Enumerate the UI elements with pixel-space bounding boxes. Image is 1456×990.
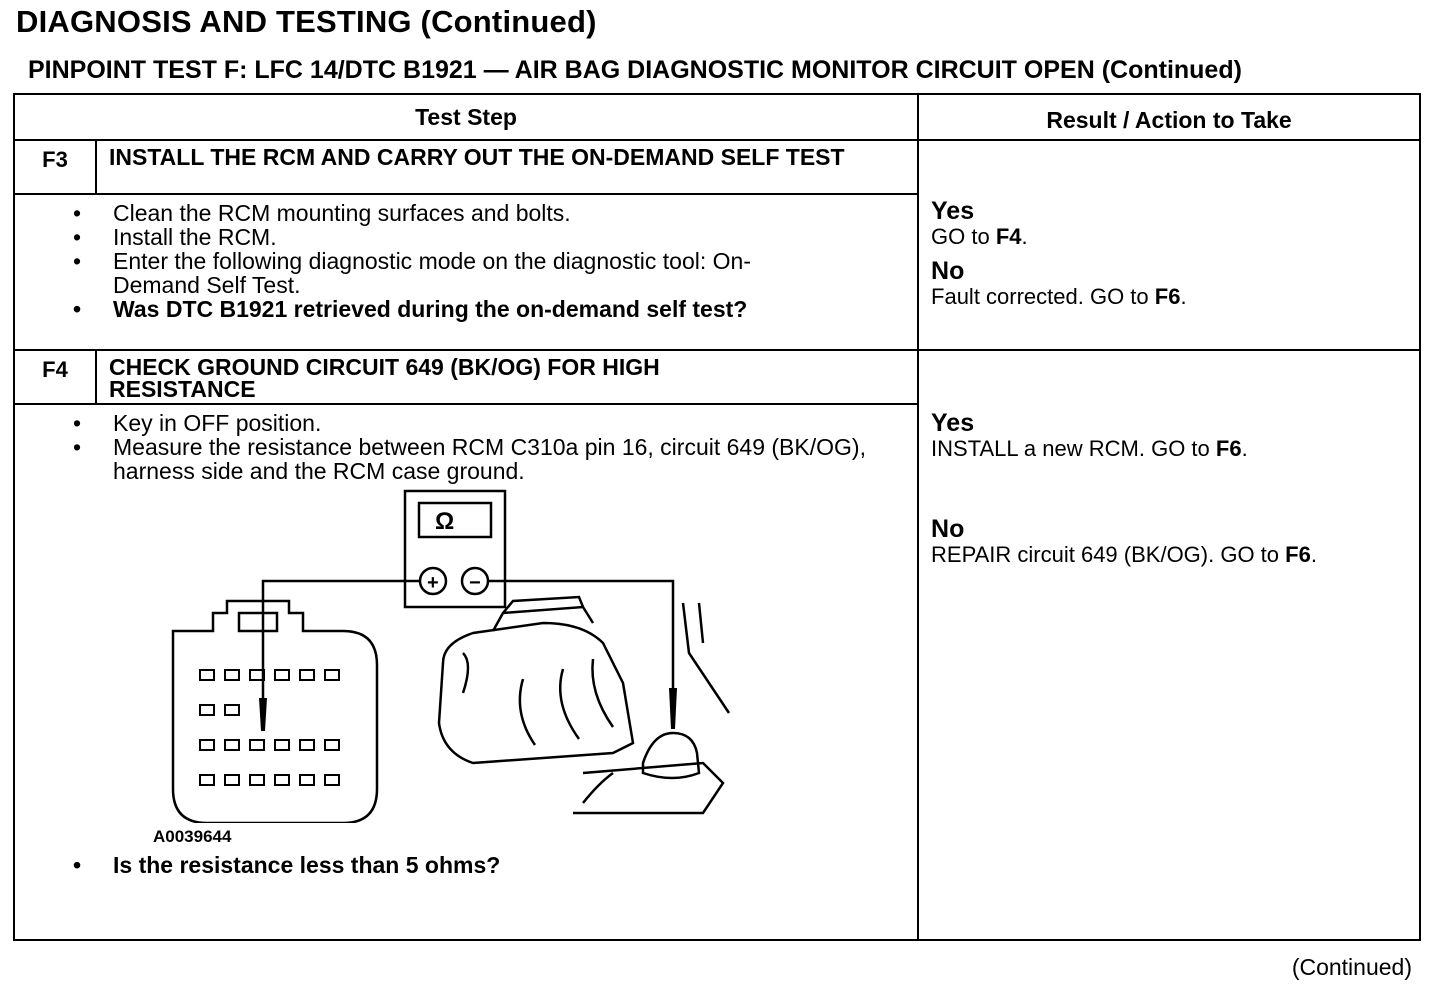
list-item: Measure the resistance between RCM C310a… xyxy=(73,435,909,483)
step-f4-results: Yes INSTALL a new RCM. GO to F6. No REPA… xyxy=(917,349,1422,941)
step-id: F3 xyxy=(13,139,97,195)
step-bullets: Key in OFF position. Measure the resista… xyxy=(23,411,909,483)
goto-link: F4 xyxy=(995,224,1022,249)
ohmmeter-body xyxy=(403,489,507,609)
ohm-symbol: Ω xyxy=(435,508,454,535)
result-no-label: No xyxy=(931,515,965,543)
result-yes-action: GO to F4. xyxy=(931,224,1028,249)
step-f3-content-row: Clean the RCM mounting surfaces and bolt… xyxy=(12,193,1420,351)
step-f3-results: Yes GO to F4. No Fault corrected. GO to … xyxy=(917,139,1422,351)
goto-link: F6 xyxy=(1285,542,1311,567)
list-item: Enter the following diagnostic mode on t… xyxy=(73,249,909,297)
goto-link: F6 xyxy=(1215,436,1242,461)
minus-terminal: − xyxy=(469,572,481,594)
pinpoint-test-title: PINPOINT TEST F: LFC 14/DTC B1921 — AIR … xyxy=(28,56,1242,84)
pinpoint-test-table: Test Step Result / Action to Take F3 INS… xyxy=(12,93,1422,941)
page-title: DIAGNOSIS AND TESTING (Continued) xyxy=(16,4,597,39)
list-item: Install the RCM. xyxy=(73,225,909,249)
step-f4-heading-row: F4 CHECK GROUND CIRCUIT 649 (BK/OG) FOR … xyxy=(13,349,1422,941)
table-header-row: Test Step Result / Action to Take xyxy=(12,93,1422,141)
step-bullets: Clean the RCM mounting surfaces and bolt… xyxy=(23,201,909,321)
step-question-list: Is the resistance less than 5 ohms? xyxy=(23,853,909,877)
step-content: Clean the RCM mounting surfaces and bolt… xyxy=(12,193,920,351)
step-content: Key in OFF position. Measure the resista… xyxy=(12,403,920,941)
list-item: Key in OFF position. xyxy=(73,411,909,435)
result-no-action: REPAIR circuit 649 (BK/OG). GO to F6. xyxy=(931,542,1317,567)
header-test-step: Test Step xyxy=(12,93,920,141)
result-yes-action: INSTALL a new RCM. GO to F6. xyxy=(931,436,1248,461)
rcm-module-illustration xyxy=(437,595,731,815)
plus-terminal: + xyxy=(427,572,439,594)
step-question: Was DTC B1921 retrieved during the on-de… xyxy=(73,297,909,321)
step-f3-heading-row: F3 INSTALL THE RCM AND CARRY OUT THE ON-… xyxy=(13,139,1422,351)
connector-pins xyxy=(199,669,340,786)
list-item: Clean the RCM mounting surfaces and bolt… xyxy=(73,201,909,225)
header-result: Result / Action to Take xyxy=(917,93,1422,141)
result-yes-label: Yes xyxy=(931,409,975,437)
step-heading: INSTALL THE RCM AND CARRY OUT THE ON-DEM… xyxy=(94,139,920,195)
result-yes-label: Yes xyxy=(931,197,975,225)
step-heading: CHECK GROUND CIRCUIT 649 (BK/OG) FOR HIG… xyxy=(94,349,920,405)
test-setup-figure: Ω + − A0039644 xyxy=(143,483,743,846)
continued-footer: (Continued) xyxy=(1291,954,1412,980)
step-question: Is the resistance less than 5 ohms? xyxy=(73,853,909,877)
goto-link: F6 xyxy=(1154,284,1181,309)
step-f4-content-row: Key in OFF position. Measure the resista… xyxy=(12,403,1420,941)
figure-label: A0039644 xyxy=(153,827,232,846)
step-id: F4 xyxy=(13,349,97,405)
ohmmeter-connector-illustration: Ω + − xyxy=(171,489,731,825)
result-no-action: Fault corrected. GO to F6. xyxy=(931,284,1187,309)
result-no-label: No xyxy=(931,257,965,285)
